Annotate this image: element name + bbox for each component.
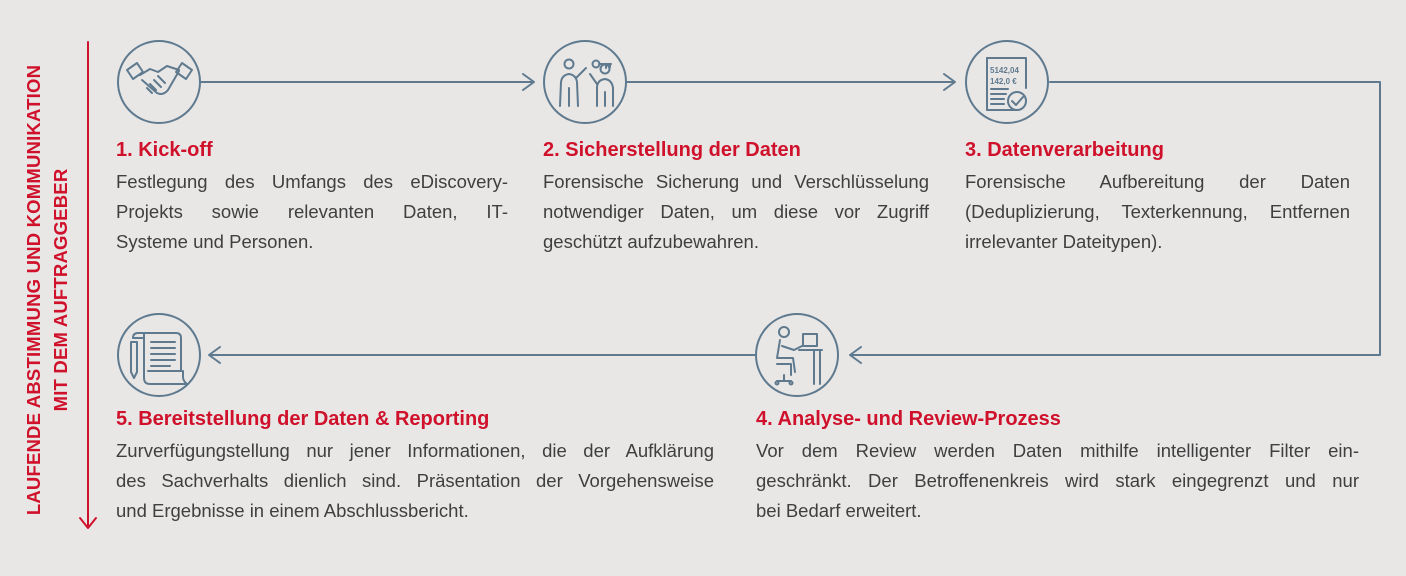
step-analyse-review: 4. Analyse- und Review-Prozess Vor dem R… xyxy=(756,406,1359,526)
step-description-line: Forensische Aufbereitung der Daten xyxy=(965,171,1350,192)
step-title: 1. Kick-off xyxy=(116,139,213,161)
step-description-line: und Ergebnisse in einem Abschlussbericht… xyxy=(116,500,469,521)
step-description-line: geschränkt. Der Betroffenenkreis wird st… xyxy=(756,470,1359,491)
icon-amount-2: 142,0 € xyxy=(990,77,1017,86)
step-description-line: bei Bedarf erweitert. xyxy=(756,500,922,521)
connector-3-4 xyxy=(849,81,1381,364)
step-description: Zurverfügungstellung nur jener Informati… xyxy=(116,436,714,526)
person-at-laptop-icon xyxy=(755,313,839,397)
side-arrow xyxy=(79,41,97,529)
side-label: LAUFENDE ABSTIMMUNG UND KOMMUNIKATION MI… xyxy=(20,40,74,540)
step-description-line: notwendiger Daten, um diese vor Zugriff xyxy=(543,201,929,222)
step-description-line: (Deduplizierung, Texterkennung, Entferne… xyxy=(965,201,1350,222)
step-description: Vor dem Review werden Daten mithilfe int… xyxy=(756,436,1359,526)
step-description-line: Zurverfügungstellung nur jener Informati… xyxy=(116,440,714,461)
step-description: Forensische Sicherung und Verschlüsselun… xyxy=(543,167,929,257)
step-bereitstellung: 5. Bereitstellung der Daten & Reporting … xyxy=(116,406,714,526)
icon-amount-1: 5142,04 xyxy=(990,66,1019,75)
step-description: Festlegung des Umfangs des eDiscovery- P… xyxy=(116,167,508,257)
side-label-line-2: MIT DEM AUFTRAGGEBER xyxy=(50,168,71,412)
step-description-line: des Sachverhalts dienlich sind. Präsenta… xyxy=(116,470,714,491)
step-description: Forensische Aufbereitung der Daten (Dedu… xyxy=(965,167,1350,257)
processed-document-icon xyxy=(965,40,1049,124)
step-title: 3. Datenverarbeitung xyxy=(965,139,1164,161)
handshake-icon xyxy=(117,40,201,124)
step-description-line: Projekts sowie relevanten Daten, IT- xyxy=(116,201,508,222)
connector-2-3 xyxy=(626,73,956,91)
report-scroll-icon xyxy=(117,313,201,397)
connector-1-2 xyxy=(200,73,535,91)
step-description-line: irrelevanter Dateitypen). xyxy=(965,231,1163,252)
step-description-line: Forensische Sicherung und Verschlüsselun… xyxy=(543,171,929,192)
step-datenverarbeitung: 3. Datenverarbeitung Forensische Aufbere… xyxy=(965,137,1350,257)
connector-4-5 xyxy=(208,346,757,364)
step-kick-off: 1. Kick-off Festlegung des Umfangs des e… xyxy=(116,137,508,257)
step-description-line: Systeme und Personen. xyxy=(116,231,314,252)
step-description-line: geschützt aufzubewahren. xyxy=(543,231,759,252)
step-description-line: Festlegung des Umfangs des eDiscovery- xyxy=(116,171,508,192)
step-description-line: Vor dem Review werden Daten mithilfe int… xyxy=(756,440,1359,461)
step-title: 4. Analyse- und Review-Prozess xyxy=(756,408,1061,430)
step-title: 2. Sicherstellung der Daten xyxy=(543,139,801,161)
key-handover-icon xyxy=(543,40,627,124)
step-title: 5. Bereitstellung der Daten & Reporting xyxy=(116,408,490,430)
side-label-line-1: LAUFENDE ABSTIMMUNG UND KOMMUNIKATION xyxy=(23,64,44,516)
step-sicherstellung: 2. Sicherstellung der Daten Forensische … xyxy=(543,137,929,257)
